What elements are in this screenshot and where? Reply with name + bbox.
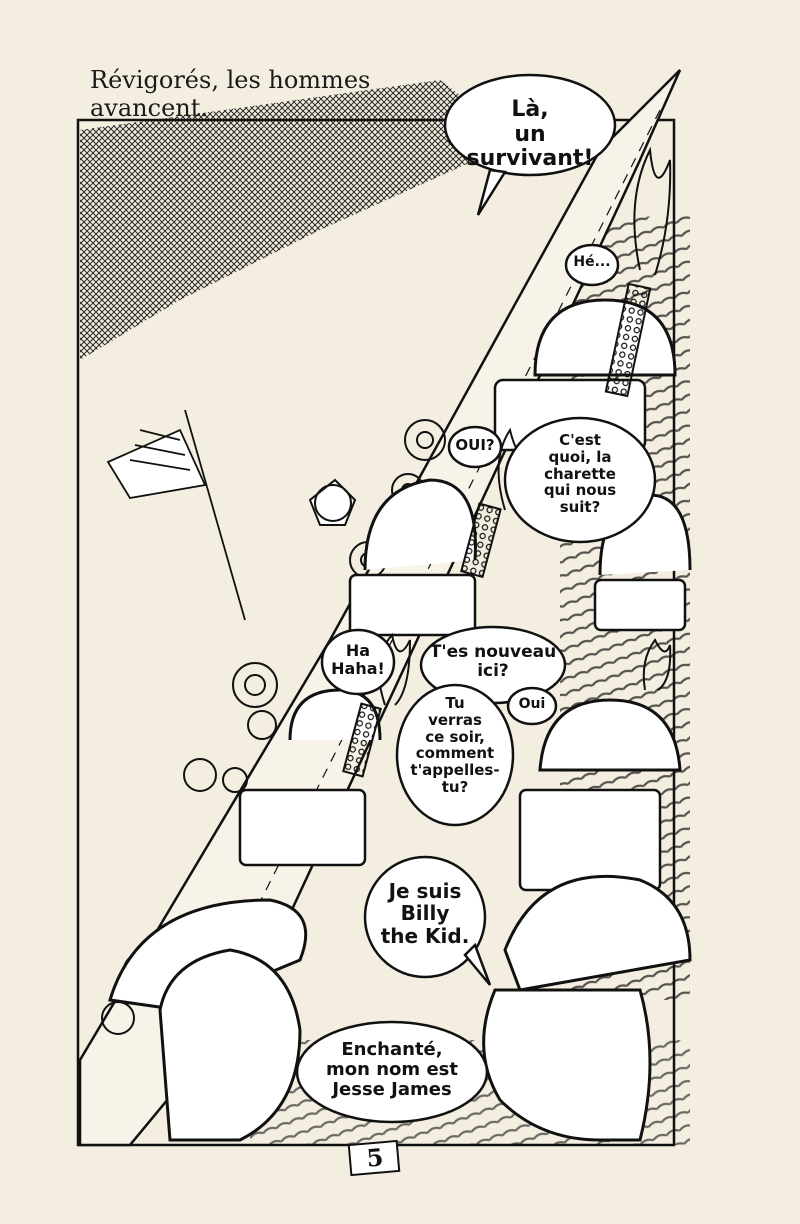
flag: [106, 409, 246, 621]
bubble-charette: C'est quoi, la charette qui nous suit?: [543, 431, 617, 517]
page-number: 5: [365, 1142, 385, 1173]
narration-caption: Révigorés, les hommes avancent.: [90, 66, 371, 122]
bubble-he: Hé...: [573, 254, 611, 270]
bubble-survivant: Là, un survivant!: [466, 97, 594, 172]
bubble-verras: Tu verras ce soir, comment t'appelles- t…: [410, 694, 500, 796]
bubble-ha-haha: Ha Haha!: [331, 641, 385, 678]
page-number-tag: [347, 1139, 401, 1177]
speech-bubbles: [295, 73, 657, 1124]
foreground-soldiers: [108, 874, 692, 1142]
crosshatched-sky: [80, 80, 520, 360]
bubble-nouveau: T'es nouveau ici?: [429, 642, 557, 682]
bubble-billy: Je suis Billy the Kid.: [380, 879, 470, 948]
bubble-jesse: Enchanté, mon nom est Jesse James: [326, 1039, 458, 1101]
flames: [377, 146, 672, 706]
rifles: [342, 282, 652, 778]
bubble-oui-question: OUI?: [455, 436, 495, 454]
bubble-oui: Oui: [518, 696, 546, 712]
